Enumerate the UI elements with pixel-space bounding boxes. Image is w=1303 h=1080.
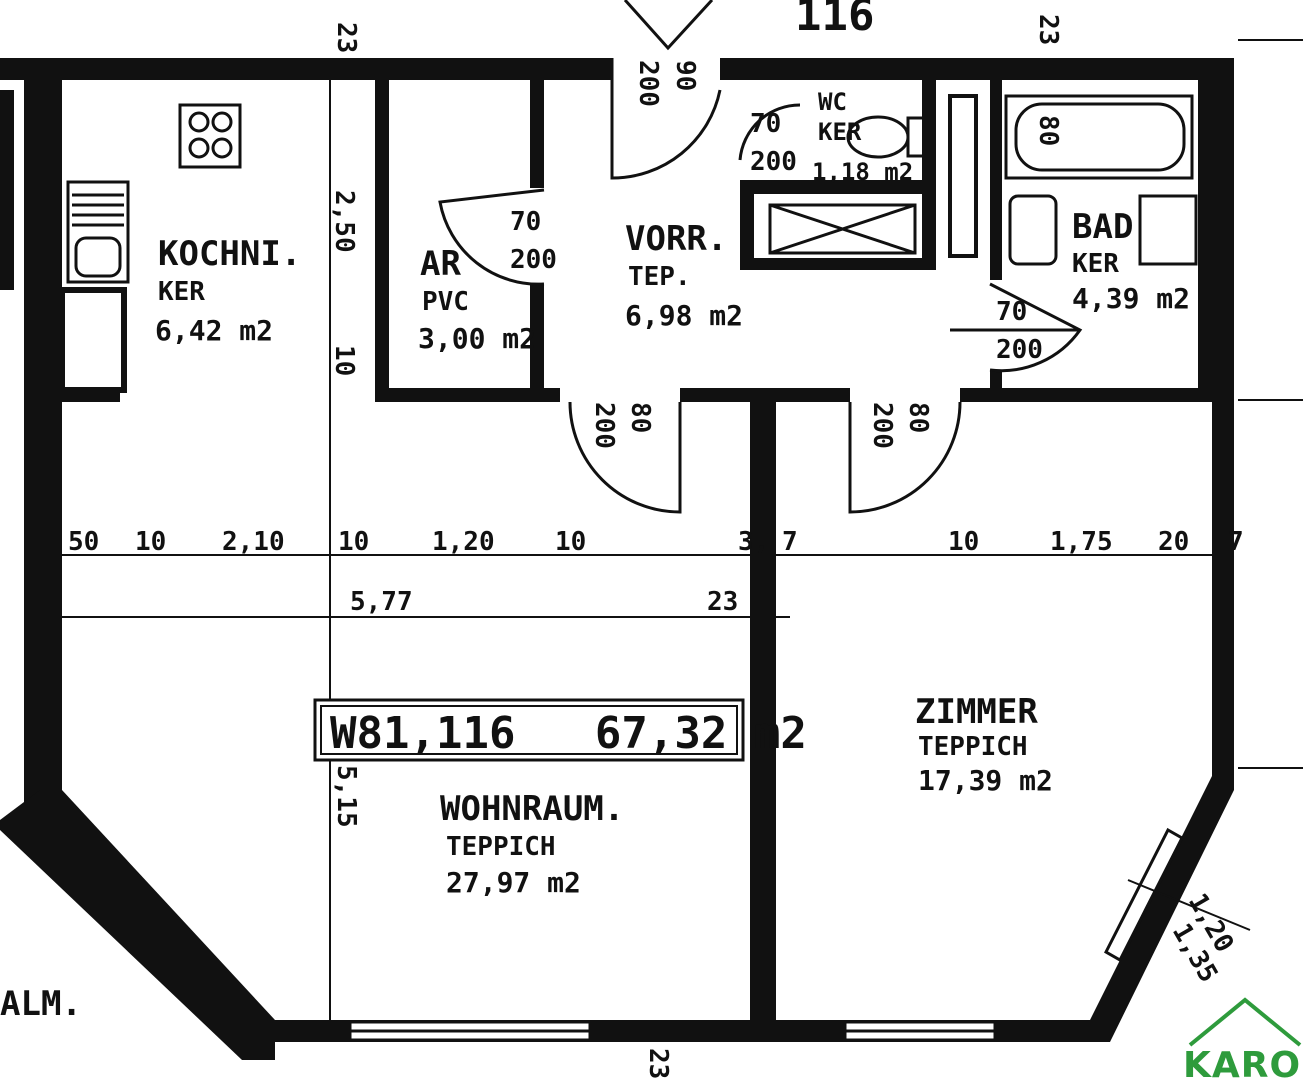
room-wc-material: KER [818, 118, 862, 146]
room-hall: VORR. TEP. 6,98 m2 [625, 219, 743, 332]
room-bath-material: KER [1072, 249, 1119, 279]
door-labels: 200 90 70 200 70 200 70 200 80 200 80 20… [510, 60, 1063, 449]
door-bedroom-width: 80 [903, 402, 933, 433]
room-kitchen: KOCHNI. KER 6,42 m2 [155, 234, 301, 347]
dim-top-left-wall: 23 [331, 22, 361, 53]
door-living-height: 200 [589, 402, 619, 449]
neighbor-room-label: ALM. [0, 984, 82, 1024]
washbasin-icon [1008, 194, 1198, 266]
toilet-icon [846, 115, 926, 159]
stove-icon [178, 103, 242, 169]
room-bedroom-name: ZIMMER [915, 692, 1038, 732]
dim-row-2: 2,10 [222, 527, 285, 557]
apartment-number: 116 [795, 0, 874, 41]
unit-tag: W81,116 67,32 m2 [313, 698, 807, 762]
shaft [768, 94, 978, 258]
dim-row-6: 3, [738, 527, 769, 557]
dim-row-0: 50 [68, 527, 99, 557]
dim-row-4: 1,20 [432, 527, 495, 557]
dim-partition: 23 [707, 587, 738, 617]
door-swings [438, 0, 1083, 514]
dim-kitchen-depth: 2,50 [329, 190, 359, 253]
door-bath-height: 200 [996, 335, 1043, 365]
dim-row-3: 10 [338, 527, 369, 557]
door-storage-width: 70 [510, 207, 541, 237]
room-storage-material: PVC [422, 287, 469, 317]
dimension-labels: 23 23 2,50 10 50 10 2,10 10 1,20 10 3, 7… [0, 14, 1244, 1079]
dim-row-10: 20 [1158, 527, 1189, 557]
room-bath-name: BAD [1072, 207, 1133, 247]
unit-tag-label: W81,116 67,32 m2 [330, 708, 807, 759]
room-wc: WC KER 1,18 m2 [812, 88, 913, 186]
door-living-width: 80 [625, 402, 655, 433]
door-entrance-width: 90 [670, 60, 700, 91]
room-bath-area: 4,39 m2 [1072, 282, 1190, 315]
room-kitchen-material: KER [158, 277, 205, 307]
dim-living-depth: 5,15 [331, 765, 361, 828]
bathtub-dimension: 80 [1033, 115, 1063, 146]
room-storage-area: 3,00 m2 [418, 322, 536, 355]
dim-row-1: 10 [135, 527, 166, 557]
dim-kitchen-wall: 10 [329, 345, 359, 376]
karos-logo: KAROS [1183, 997, 1303, 1080]
room-bedroom: ZIMMER TEPPICH 17,39 m2 [915, 692, 1053, 797]
room-wc-name: WC [818, 88, 847, 116]
room-kitchen-area: 6,42 m2 [155, 314, 273, 347]
room-kitchen-name: KOCHNI. [158, 234, 301, 274]
room-bath: BAD KER 4,39 m2 [1072, 207, 1190, 315]
door-bath-width: 70 [996, 297, 1027, 327]
room-storage: AR PVC 3,00 m2 [418, 244, 536, 355]
sink-icon [66, 180, 130, 284]
dimension-lines [62, 39, 1303, 1020]
dim-row-7: 7 [782, 527, 798, 557]
room-hall-name: VORR. [625, 219, 727, 259]
door-bedroom-height: 200 [867, 402, 897, 449]
dim-bottom-wall: 23 [643, 1048, 673, 1079]
dim-row-9: 1,75 [1050, 527, 1113, 557]
room-living: WOHNRAUM. TEPPICH 27,97 m2 [440, 789, 624, 899]
dim-row-8: 10 [948, 527, 979, 557]
door-wc-height: 200 [750, 147, 797, 177]
door-storage-height: 200 [510, 245, 557, 275]
room-bedroom-material: TEPPICH [918, 732, 1028, 762]
dim-row-11: 7 [1228, 527, 1244, 557]
walls [0, 58, 1234, 1060]
room-living-material: TEPPICH [446, 832, 556, 862]
room-storage-name: AR [420, 244, 461, 284]
bathtub-icon [1004, 94, 1194, 180]
door-wc-width: 70 [750, 109, 781, 139]
dim-living-width: 5,77 [350, 587, 413, 617]
door-entrance-height: 200 [633, 60, 663, 107]
room-living-name: WOHNRAUM. [440, 789, 624, 829]
dim-top-right-wall: 23 [1033, 14, 1063, 45]
room-hall-material: TEP. [628, 262, 691, 292]
dim-row-5: 10 [555, 527, 586, 557]
room-living-area: 27,97 m2 [446, 866, 581, 899]
room-bedroom-area: 17,39 m2 [918, 764, 1053, 797]
room-wc-area: 1,18 m2 [812, 158, 913, 186]
room-hall-area: 6,98 m2 [625, 299, 743, 332]
logo-text: KAROS [1183, 1045, 1303, 1080]
windows [348, 827, 1184, 1042]
